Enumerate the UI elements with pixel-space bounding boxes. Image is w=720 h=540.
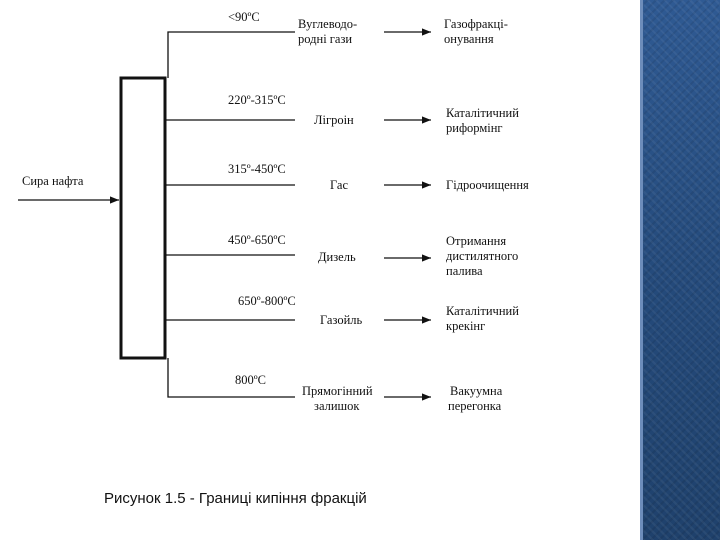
product-label-line: Лігроін	[314, 113, 354, 127]
product-label: Лігроін	[314, 113, 354, 127]
product-label: Дизель	[318, 250, 356, 264]
temperature-label: 220º-315ºC	[228, 93, 286, 107]
process-label: Вакуумна перегонка	[448, 384, 505, 413]
fraction-row: 800ºC Прямогінний залишок Вакуумна перег…	[167, 358, 505, 413]
process-label-line: Гідроочищення	[446, 178, 529, 192]
product-label-line: Гас	[330, 178, 348, 192]
process-label-line: палива	[446, 264, 483, 278]
column-outlet-line	[167, 358, 295, 398]
product-label-line: Вуглеводо-	[298, 17, 357, 31]
process-label-line: риформінг	[446, 121, 503, 135]
fraction-row: 315º-450ºC Гас Гідроочищення	[165, 162, 529, 192]
fraction-row: 450º-650ºC Дизель Отримання дистилятного…	[165, 233, 521, 278]
process-label-line: Отримання	[446, 234, 506, 248]
process-label-line: Каталітичний	[446, 106, 519, 120]
process-label: Каталітичний крекінг	[446, 304, 522, 333]
process-label-line: Вакуумна	[450, 384, 503, 398]
product-label: Газойль	[320, 313, 363, 327]
fraction-row: 650º-800ºC Газойль Каталітичний крекінг	[165, 294, 522, 333]
product-label: Прямогінний залишок	[302, 384, 376, 413]
process-label-line: онування	[444, 32, 494, 46]
fraction-row: 220º-315ºC Лігроін Каталітичний риформін…	[165, 93, 522, 135]
temperature-label: 800ºC	[235, 373, 266, 387]
product-label-line: родні гази	[298, 32, 352, 46]
process-label-line: дистилятного	[446, 249, 518, 263]
product-label-line: Газойль	[320, 313, 363, 327]
process-label-line: Газофракці-	[444, 17, 508, 31]
process-label: Отримання дистилятного палива	[446, 234, 521, 278]
process-label-line: крекінг	[446, 319, 485, 333]
figure-caption: Рисунок 1.5 - Границі кипіння фракцій	[104, 490, 367, 507]
temperature-label: <90ºC	[228, 10, 260, 24]
temperature-label: 315º-450ºC	[228, 162, 286, 176]
product-label-line: Дизель	[318, 250, 356, 264]
process-label: Газофракці- онування	[444, 17, 511, 46]
process-label: Каталітичний риформінг	[446, 106, 522, 135]
product-label: Гас	[330, 178, 348, 192]
process-label-line: Каталітичний	[446, 304, 519, 318]
column-outlet-line	[167, 31, 295, 78]
temperature-label: 450º-650ºC	[228, 233, 286, 247]
process-label-line: перегонка	[448, 399, 502, 413]
temperature-label: 650º-800ºC	[238, 294, 296, 308]
product-label-line: Прямогінний	[302, 384, 373, 398]
fraction-row: <90ºC Вуглеводо- родні гази Газофракці- …	[167, 10, 511, 78]
product-label-line: залишок	[314, 399, 360, 413]
feed-label: Сира нафта	[22, 174, 84, 188]
product-label: Вуглеводо- родні гази	[298, 17, 360, 46]
fractionation-diagram: Сира нафта <90ºC Вуглеводо- родні гази Г…	[18, 10, 529, 413]
decorative-side-panel	[640, 0, 720, 540]
distillation-column	[119, 76, 167, 360]
process-label: Гідроочищення	[446, 178, 529, 192]
